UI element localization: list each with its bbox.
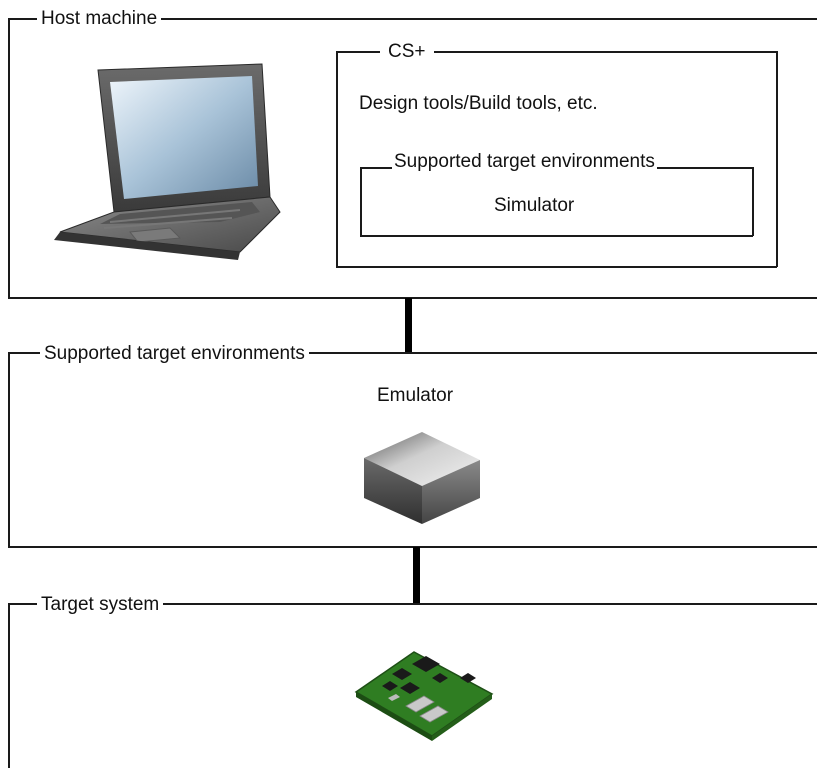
cs-right-border — [776, 51, 778, 267]
middle-top-border — [8, 352, 817, 354]
connector-emulator-target — [413, 547, 420, 603]
simulator-label: Simulator — [494, 195, 575, 216]
middle-title: Supported target environments — [40, 343, 309, 365]
cs-top-border — [336, 51, 777, 53]
emulator-box-icon — [364, 432, 480, 524]
host-title: Host machine — [37, 8, 162, 30]
sim-title: Supported target environments — [392, 151, 657, 173]
circuit-board-icon — [354, 651, 494, 741]
cs-left-border — [336, 51, 338, 267]
target-left-border — [8, 603, 10, 768]
target-top-border — [8, 603, 817, 605]
cs-title: CS+ — [380, 41, 434, 63]
emulator-label: Emulator — [377, 385, 454, 406]
middle-left-border — [8, 352, 10, 547]
sim-left-border — [360, 167, 362, 236]
cs-bottom-border — [336, 266, 777, 268]
connector-host-emulator — [405, 298, 412, 352]
sim-right-border — [752, 167, 754, 236]
laptop-icon — [54, 63, 281, 260]
host-bottom-border — [8, 297, 817, 299]
target-title: Target system — [37, 594, 164, 616]
sim-bottom-border — [360, 235, 753, 237]
middle-bottom-border — [8, 546, 817, 548]
host-top-border — [8, 18, 817, 20]
cs-description: Design tools/Build tools, etc. — [359, 93, 598, 114]
host-left-border — [8, 18, 10, 298]
